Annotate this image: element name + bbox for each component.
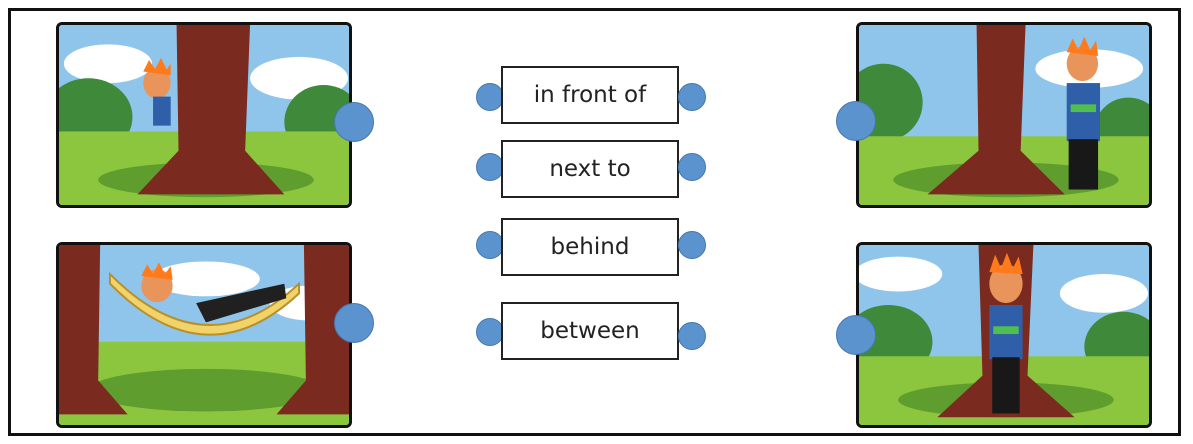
connector-dot-left-2[interactable] xyxy=(476,153,504,181)
picture-boy-behind-tree xyxy=(56,22,352,208)
connector-dot-right-2[interactable] xyxy=(678,153,706,181)
scene-next-to-tree xyxy=(859,25,1149,205)
phrase-box-3: behind xyxy=(501,218,679,276)
connector-dot-picture-3[interactable] xyxy=(836,101,876,141)
connector-dot-picture-4[interactable] xyxy=(836,315,876,355)
phrase-box-2: next to xyxy=(501,140,679,198)
picture-boy-next-to-tree xyxy=(856,22,1152,208)
scene-behind-tree xyxy=(59,25,349,205)
connector-dot-left-1[interactable] xyxy=(476,83,504,111)
scene-between-trees xyxy=(59,245,349,425)
picture-boy-in-front-of-tree xyxy=(856,242,1152,428)
phrase-box-4: between xyxy=(501,302,679,360)
connector-dot-right-3[interactable] xyxy=(678,231,706,259)
connector-dot-picture-1[interactable] xyxy=(334,102,374,142)
connector-dot-right-4[interactable] xyxy=(678,322,706,350)
connector-dot-left-3[interactable] xyxy=(476,231,504,259)
phrase-box-1: in front of xyxy=(501,66,679,124)
scene-in-front-of-tree xyxy=(859,245,1149,425)
picture-boy-between-trees xyxy=(56,242,352,428)
connector-dot-left-4[interactable] xyxy=(476,318,504,346)
connector-dot-picture-2[interactable] xyxy=(334,303,374,343)
connector-dot-right-1[interactable] xyxy=(678,83,706,111)
